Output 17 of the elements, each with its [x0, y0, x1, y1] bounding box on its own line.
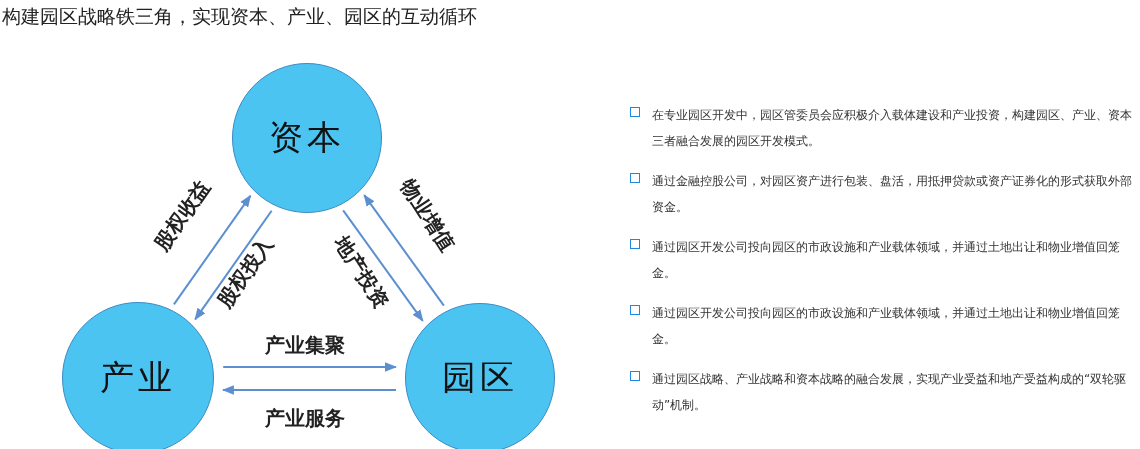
bullet-text: 通过金融控股公司，对园区资产进行包装、盘活，用抵押贷款或资产证券化的形式获取外部资金。: [652, 173, 1133, 216]
bullet-text: 通过园区开发公司投向园区的市政设施和产业载体领域，并通过土地出让和物业增值回笼金。: [652, 239, 1121, 282]
bullet-text: 在专业园区开发中，园区管委员会应积极介入载体建设和产业投资，构建园区、产业、资本三者融合发展的园区开发模式。: [652, 107, 1133, 150]
arrow: [222, 362, 397, 372]
arrow: [194, 209, 273, 321]
arrow: [172, 194, 252, 306]
bullet-text: 通过园区战略、产业战略和资本战略的融合发展，实现产业受益和地产受益构成的“双轮驱动”机制。: [652, 371, 1128, 414]
edge-label: 产业服务: [263, 407, 347, 429]
title: 构建园区战略铁三角，实现资本、产业、园区的互动循环: [2, 4, 477, 29]
arrow: [221, 385, 397, 395]
arrow: [342, 209, 424, 322]
node-label: 园区: [442, 356, 518, 399]
bullet-text: 通过园区开发公司投向园区的市政设施和产业载体领域，并通过土地出让和物业增值回笼金。: [652, 305, 1121, 348]
edge-label: 产业集聚: [263, 334, 347, 356]
arrow: [363, 194, 445, 307]
node-label: 产业: [100, 356, 176, 399]
node-label: 资本: [269, 116, 345, 159]
